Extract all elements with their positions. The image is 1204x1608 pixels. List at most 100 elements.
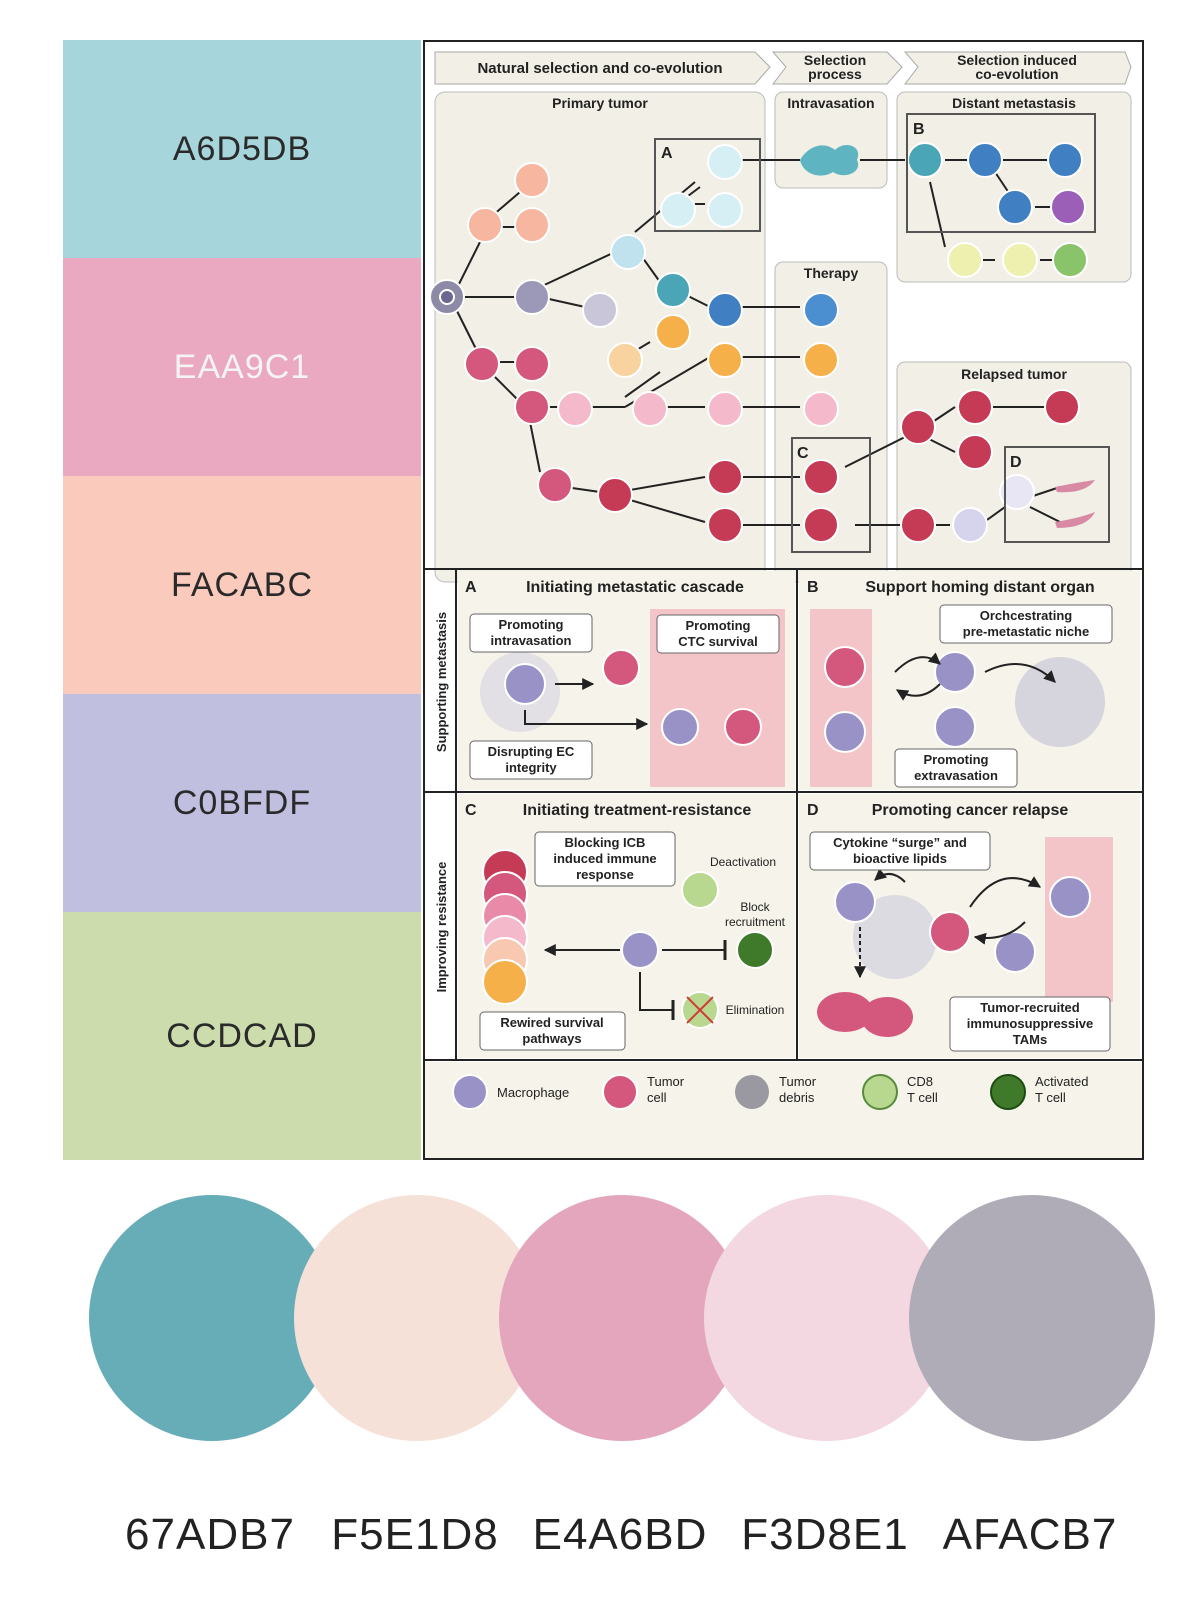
palette-code-1: 67ADB7	[125, 1510, 295, 1559]
distant-cells	[907, 142, 1088, 278]
label-deactivation: Deactivation	[710, 855, 776, 869]
label-ctc-l2: CTC survival	[678, 634, 757, 649]
legend-cd8-l1: CD8	[907, 1074, 933, 1089]
panel-b-letter: B	[807, 579, 819, 596]
label-extravasation	[894, 748, 1018, 788]
legend-cd8-l2: T cell	[907, 1090, 938, 1105]
label-intrav-l2: intravasation	[491, 633, 572, 648]
panel-d-debris	[853, 895, 937, 979]
label-extra-l2: extravasation	[914, 768, 998, 783]
box-b	[906, 113, 1096, 233]
panel-b-title: Support homing distant organ	[865, 579, 1094, 596]
swatch-1: A6D5DB	[63, 40, 421, 258]
label-tams-l3: TAMs	[1013, 1032, 1047, 1047]
header-selection-l1: Selection	[804, 52, 866, 68]
header-arrow-induced	[903, 51, 1132, 85]
header-induced-l2: co-evolution	[975, 66, 1058, 82]
panel-b-arrow-1	[894, 652, 941, 673]
legend-tumor-l2: cell	[647, 1090, 667, 1105]
legend-macrophage-icon	[452, 1074, 488, 1110]
panel-c-cell-stack	[482, 849, 528, 1005]
header-induced-l1: Selection induced	[957, 52, 1077, 68]
label-block-l2: recruitment	[725, 915, 786, 929]
side-label-supporting: Supporting metastasis	[434, 612, 449, 752]
label-elimination: Elimination	[726, 1003, 785, 1017]
intravasation-title: Intravasation	[787, 95, 874, 111]
legend-macrophage: Macrophage	[497, 1085, 569, 1100]
primary-tumor-title: Primary tumor	[552, 95, 648, 111]
panel-c-title: Initiating treatment-resistance	[523, 802, 752, 819]
panel-c-macrophage	[621, 931, 659, 969]
panel-a-title: Initiating metastatic cascade	[526, 579, 744, 596]
panel-d-letter: D	[807, 802, 819, 819]
legend-tumor-l1: Tumor	[647, 1074, 685, 1089]
panel-b-niche	[1015, 657, 1105, 747]
fibroblast-2	[1055, 512, 1095, 528]
panel-b-macrophage-vessel	[824, 711, 866, 753]
swatch-4: C0BFDF	[63, 694, 421, 912]
primary-tumor-cells	[429, 144, 743, 543]
header-arrow-selection	[771, 51, 903, 85]
label-icb-l3: response	[576, 867, 634, 882]
panel-d-arrow-3	[969, 876, 1042, 908]
label-orch-l2: pre-metastatic niche	[963, 624, 1089, 639]
panel-d-dividing-cell-2	[861, 997, 913, 1037]
swatch-2: EAA9C1	[63, 258, 421, 476]
legend-debris-l2: debris	[779, 1090, 815, 1105]
box-c	[791, 437, 871, 553]
panel-b-arrow-2	[895, 683, 941, 701]
ctc-cell	[800, 145, 859, 176]
panel-b-tumor-cell	[824, 646, 866, 688]
header-selection-l2: process	[808, 66, 862, 82]
legend-debris-icon	[735, 1075, 769, 1109]
box-d	[1004, 446, 1110, 543]
panel-d-macrophage-2	[994, 931, 1036, 973]
panel-a-arrow-2	[524, 710, 649, 730]
relapsed-tumor-panel	[896, 361, 1132, 583]
panel-c-letter: C	[465, 802, 477, 819]
legend-activated-l1: Activated	[1035, 1074, 1088, 1089]
swatch-code: EAA9C1	[173, 347, 311, 386]
legend-tumor-icon	[602, 1074, 638, 1110]
panel-b-arrow-3	[984, 663, 1056, 683]
box-c-label: C	[797, 445, 809, 462]
panel-b-macrophage-2	[934, 706, 976, 748]
distant-metastasis-panel	[896, 91, 1132, 283]
figure-diagram: Natural selection and co-evolution Selec…	[425, 42, 1142, 1158]
palette-code-2: F5E1D8	[331, 1510, 499, 1559]
box-a	[654, 138, 761, 232]
label-block-l1: Block	[740, 900, 770, 914]
panel-c-elim-line	[639, 972, 673, 1011]
cross-icon	[686, 996, 714, 1024]
header-arrow-natural	[434, 51, 771, 85]
panel-d-macrophage-vessel	[1049, 876, 1091, 918]
swatch-5: CCDCAD	[63, 912, 421, 1160]
label-rewired	[479, 1011, 626, 1051]
label-ec-l1: Disrupting EC	[488, 744, 575, 759]
panel-c-cd8-cell	[681, 871, 719, 909]
palette-circle-5	[909, 1195, 1155, 1441]
relapsed-cells	[900, 389, 1080, 543]
panel-d-arrow-4	[973, 921, 1026, 945]
panel-c-activated-cell	[736, 931, 774, 969]
panel-a-macrophage	[504, 663, 546, 705]
therapy-cells	[803, 292, 839, 543]
swatch-3: FACABC	[63, 476, 421, 694]
panel-d-vessel	[1045, 837, 1113, 1002]
box-b-label: B	[913, 121, 925, 138]
panel-a-ctc-tumor	[724, 708, 762, 746]
label-cytokine	[809, 831, 991, 871]
box-d-label: D	[1010, 454, 1022, 471]
legend-activated-icon	[990, 1074, 1026, 1110]
label-extra-l1: Promoting	[924, 752, 989, 767]
legend-debris-l1: Tumor	[779, 1074, 817, 1089]
label-orchestrating	[939, 604, 1113, 644]
side-label-resistance: Improving resistance	[434, 862, 449, 993]
swatch-code: C0BFDF	[172, 783, 312, 822]
panel-d-arrow-1	[874, 868, 906, 883]
label-cyto-l2: bioactive lipids	[853, 851, 947, 866]
panel-d-macrophage-1	[834, 881, 876, 923]
label-cyto-l1: Cytokine “surge” and	[833, 835, 967, 850]
relapsed-tumor-title: Relapsed tumor	[961, 366, 1067, 382]
label-ctc-l1: Promoting	[686, 618, 751, 633]
